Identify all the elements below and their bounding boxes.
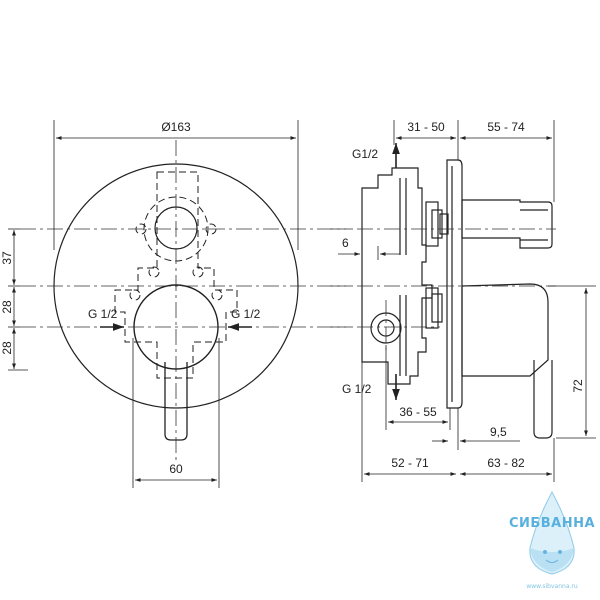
dim-plate-gap: 9,5 <box>490 425 507 439</box>
dim-bottom-depth: 52 - 71 <box>391 456 429 470</box>
dim-top-depth: 31 - 50 <box>407 120 445 134</box>
mixer-lever <box>164 362 188 441</box>
inlet-bottom-label: G 1/2 <box>342 382 372 396</box>
dim-height-mid: 28 <box>0 300 14 314</box>
cover-plate-profile <box>446 159 463 409</box>
dim-height-upper: 37 <box>0 251 14 265</box>
mixer-handle <box>461 283 549 377</box>
inlet-left-label: G 1/2 <box>88 307 118 321</box>
dim-wall-offset: 6 <box>342 236 349 250</box>
watermark-site: www.sibvanna.ru <box>526 583 578 590</box>
dim-bottom-projection: 63 - 82 <box>487 456 525 470</box>
dim-lever-height: 72 <box>571 379 585 393</box>
side-view <box>361 159 553 439</box>
dim-diameter: Ø163 <box>161 120 191 134</box>
watermark-brand: СИБВАННА <box>509 516 595 531</box>
front-dimensions <box>8 120 299 488</box>
lever-side <box>533 360 553 439</box>
diverter-handle <box>461 199 553 249</box>
inlet-top-label: G1/2 <box>352 147 378 161</box>
dim-width-bottom: 60 <box>169 462 183 476</box>
side-dimensions <box>338 120 596 482</box>
side-centerlines <box>330 228 556 352</box>
watermark: СИБВАННА www.sibvanna.ru <box>509 490 595 590</box>
front-centerlines <box>20 140 350 460</box>
dim-body-depth: 36 - 55 <box>399 405 437 419</box>
inlet-right-label: G 1/2 <box>231 307 261 321</box>
dim-height-lower: 28 <box>0 341 14 355</box>
valve-body <box>361 167 433 385</box>
dim-top-projection: 55 - 74 <box>487 120 525 134</box>
